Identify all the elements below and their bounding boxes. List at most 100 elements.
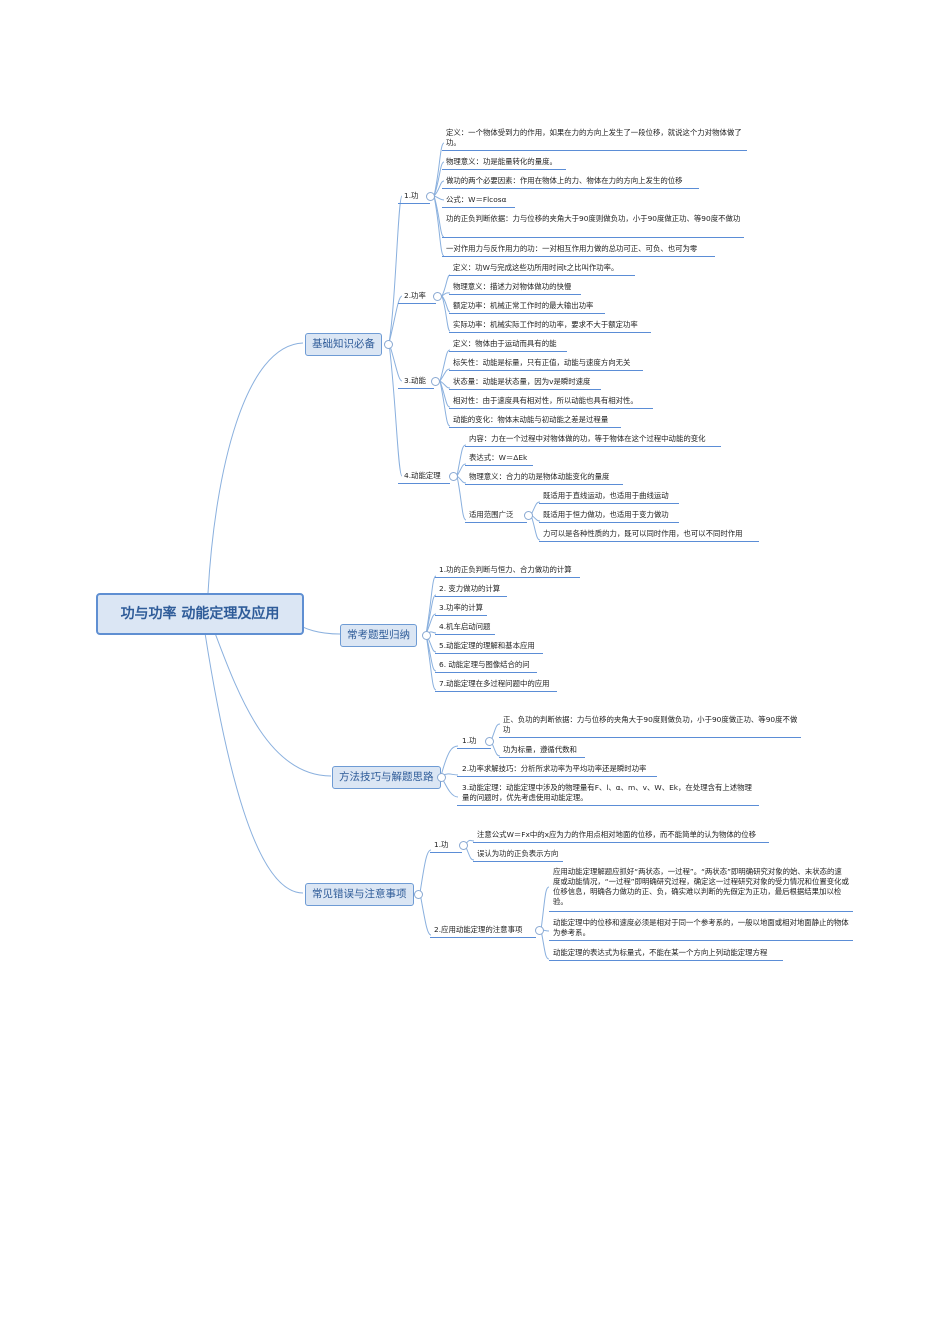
underline [539,522,679,523]
underline [435,691,557,692]
leaf-item[interactable]: 定义：功W与完成这些功所用时间t之比叫作功率。 [453,263,619,272]
underline [442,207,515,208]
leaf-item[interactable]: 误认为功的正负表示方向 [477,849,559,858]
leaf-item[interactable]: 注意公式W＝Fx中的x应为力的作用点相对地面的位移，而不能简单的认为物体的位移 [477,830,756,839]
leaf-item[interactable]: 定义：一个物体受到力的作用，如果在力的方向上发生了一段位移，就说这个力对物体做了… [446,128,742,147]
leaf-item[interactable]: 动能的变化：物体末动能与初动能之差是过程量 [453,415,609,424]
underline [442,237,744,238]
branch-methods[interactable]: 方法技巧与解题思路 [332,766,441,789]
leaf-item[interactable]: 6. 动能定理与图像结合的问 [439,660,530,669]
leaf-item[interactable]: 相对性：由于速度具有相对性，所以动能也具有相对性。 [453,396,638,405]
leaf-item[interactable]: 既适用于恒力做功，也适用于变力做功 [543,510,669,519]
underline [430,852,462,853]
leaf-item[interactable]: 1.功的正负判断与恒力、合力做功的计算 [439,565,572,574]
underline [449,408,653,409]
underline [465,522,527,523]
leaf-item[interactable]: 公式：W＝Flcosα [446,195,507,204]
underline [549,940,853,941]
collapse-icon[interactable] [485,737,494,746]
leaf-item[interactable]: 状态量：动能是状态量，因为v是瞬时速度 [453,377,591,386]
subtopic-scope[interactable]: 适用范围广泛 [469,510,514,519]
underline [499,757,585,758]
leaf-item[interactable]: 表达式：W＝ΔEk [469,453,528,462]
leaf-item[interactable]: 实际功率：机械实际工作时的功率，要求不大于额定功率 [453,320,638,329]
underline [449,275,635,276]
underline [449,351,567,352]
underline [457,748,491,749]
subtopic-work[interactable]: 1.功 [462,736,477,745]
underline [465,484,623,485]
underline [457,805,759,806]
underline [549,911,853,912]
subtopic-work[interactable]: 1.功 [404,191,419,200]
underline [449,313,605,314]
collapse-icon[interactable] [437,773,446,782]
underline [435,577,580,578]
leaf-item[interactable]: 2. 变力做功的计算 [439,584,501,593]
leaf-item[interactable]: 标矢性：动能是标量，只有正值，动能与速度方向无关 [453,358,631,367]
collapse-icon[interactable] [524,511,533,520]
collapse-icon[interactable] [449,472,458,481]
underline [442,169,566,170]
underline [430,937,536,938]
underline [465,446,721,447]
leaf-item[interactable]: 2.功率求解技巧：分析所求功率为平均功率还是瞬时功率 [462,764,647,773]
underline [465,465,533,466]
collapse-icon[interactable] [422,631,431,640]
leaf-item[interactable]: 内容：力在一个过程中对物体做的功，等于物体在这个过程中动能的变化 [469,434,706,443]
leaf-item[interactable]: 物理意义：描述力对物体做功的快慢 [453,282,572,291]
branch-basic-knowledge[interactable]: 基础知识必备 [305,333,382,356]
branch-common-mistakes[interactable]: 常见错误与注意事项 [305,883,414,906]
underline [549,960,783,961]
root-topic[interactable]: 功与功率 动能定理及应用 [96,593,304,635]
underline [539,503,679,504]
underline [473,842,769,843]
underline [442,150,747,151]
leaf-item[interactable]: 力可以是各种性质的力，既可以同时作用，也可以不同时作用 [543,529,743,538]
leaf-item[interactable]: 正、负功的判断依据：力与位移的夹角大于90度则做负功，小于90度做正功、等90度… [503,715,798,734]
subtopic-work[interactable]: 1.功 [434,840,449,849]
collapse-icon[interactable] [426,192,435,201]
subtopic-kinetic-energy[interactable]: 3.动能 [404,376,426,385]
collapse-icon[interactable] [535,926,544,935]
leaf-item[interactable]: 动能定理中的位移和速度必须是相对于同一个参考系的，一般以地面或相对地面静止的物体… [553,918,849,937]
underline [398,303,436,304]
collapse-icon[interactable] [384,340,393,349]
underline [499,737,801,738]
leaf-item[interactable]: 动能定理的表达式为标量式，不能在某一个方向上列动能定理方程 [553,948,768,957]
subtopic-work-energy-theorem[interactable]: 4.动能定理 [404,471,441,480]
underline [398,203,430,204]
collapse-icon[interactable] [433,292,442,301]
leaf-item[interactable]: 额定功率：机械正常工作时的最大输出功率 [453,301,594,310]
underline [442,256,715,257]
subtopic-theorem-notes[interactable]: 2.应用动能定理的注意事项 [434,925,523,934]
leaf-item[interactable]: 功为标量，遵循代数和 [503,745,577,754]
leaf-item[interactable]: 3.功率的计算 [439,603,484,612]
leaf-item[interactable]: 3.动能定理：动能定理中涉及的物理量有F、l、α、m、v、W、Ek，在处理含有上… [462,783,752,802]
leaf-item[interactable]: 5.动能定理的理解和基本应用 [439,641,535,650]
leaf-item[interactable]: 物理意义：功是能量转化的量度。 [446,157,557,166]
collapse-icon[interactable] [431,377,440,386]
leaf-item[interactable]: 7.动能定理在多过程问题中的应用 [439,679,550,688]
leaf-item[interactable]: 定义：物体由于运动而具有的能 [453,339,557,348]
underline [539,541,759,542]
underline [435,634,495,635]
leaf-item[interactable]: 4.机车启动问题 [439,622,491,631]
underline [435,615,487,616]
subtopic-power[interactable]: 2.功率 [404,291,426,300]
leaf-item[interactable]: 做功的两个必要因素：作用在物体上的力、物体在力的方向上发生的位移 [446,176,683,185]
underline [473,861,563,862]
leaf-item[interactable]: 应用动能定理解题应抓好“两状态，一过程”。“两状态”即明确研究对象的始、末状态的… [553,867,849,906]
underline [435,672,537,673]
underline [398,483,450,484]
collapse-icon[interactable] [414,890,423,899]
leaf-item[interactable]: 一对作用力与反作用力的功：一对相互作用力做的总功可正、可负、也可为零 [446,244,698,253]
leaf-item[interactable]: 既适用于直线运动，也适用于曲线运动 [543,491,669,500]
leaf-item[interactable]: 功的正负判断依据：力与位移的夹角大于90度则做负功，小于90度做正功、等90度不… [446,214,741,223]
branch-common-questions[interactable]: 常考题型归纳 [340,624,417,647]
leaf-item[interactable]: 物理意义：合力的功是物体动能变化的量度 [469,472,610,481]
collapse-icon[interactable] [459,841,468,850]
underline [449,427,621,428]
underline [442,188,699,189]
